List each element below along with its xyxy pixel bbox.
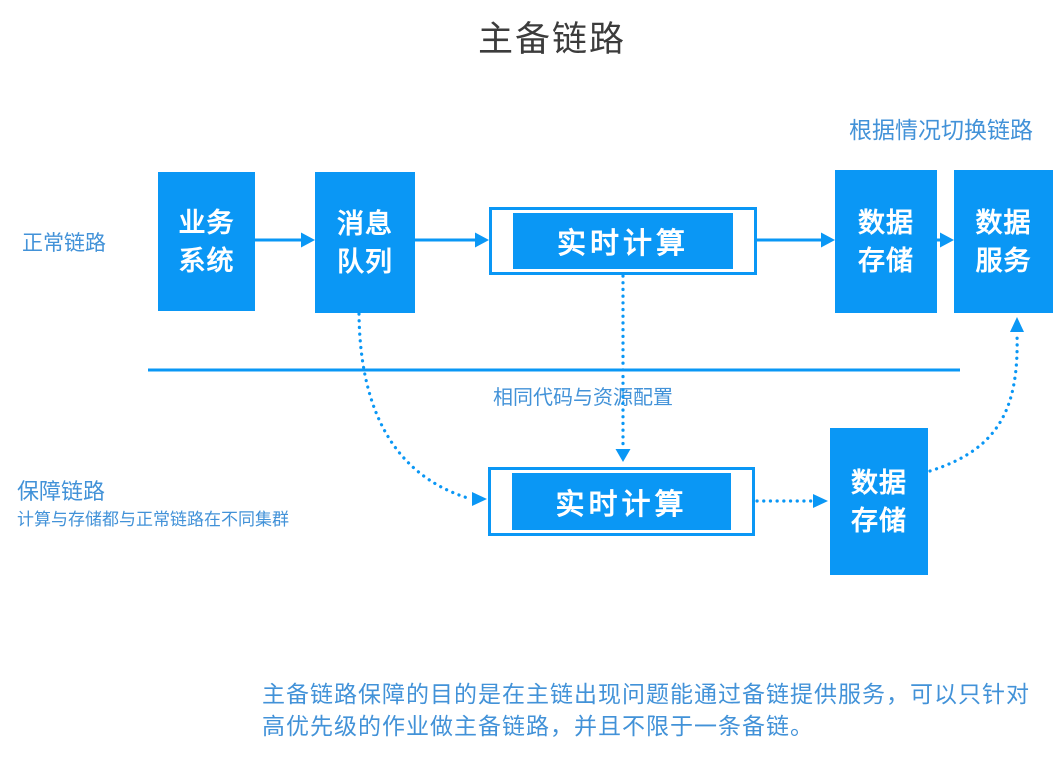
arrowhead-backup-storage-to-service (1010, 317, 1024, 332)
footer-line-2: 高优先级的作业做主备链路，并且不限于一条备链。 (262, 713, 814, 739)
arrowhead-queue-to-backup-realtime (472, 492, 487, 506)
dotted-arrow-backup-storage-to-service (928, 332, 1019, 473)
switch-link-note: 根据情况切换链路 (849, 117, 1033, 143)
node-data-storage-backup: 数据 存储 (830, 428, 928, 575)
node-realtime-compute-primary: 实时计算 (489, 207, 757, 275)
page-title: 主备链路 (478, 20, 627, 59)
realtime-compute-primary-inner: 实时计算 (513, 213, 733, 269)
node-data-storage-primary: 数据 存储 (835, 170, 937, 313)
node-message-queue: 消息 队列 (315, 172, 415, 313)
node-realtime-compute-backup: 实时计算 (488, 467, 755, 536)
node-business-system: 业务 系统 (158, 172, 255, 311)
backup-link-subtitle: 计算与存储都与正常链路在不同集群 (17, 510, 289, 529)
dotted-arrow-queue-to-backup-realtime (357, 312, 473, 501)
normal-link-label: 正常链路 (22, 232, 106, 255)
arrowhead-realtime-to-storage (821, 232, 835, 248)
same-code-note: 相同代码与资源配置 (493, 387, 673, 409)
arrowhead-realtime-to-backup-realtime (615, 449, 631, 462)
backup-link-label: 保障链路 (17, 479, 106, 504)
realtime-compute-backup-inner: 实时计算 (512, 473, 731, 530)
arrowhead-queue-to-realtime (475, 232, 489, 248)
arrowhead-backup-realtime-to-backup-storage (813, 494, 828, 508)
arrowhead-business-to-queue (301, 232, 315, 248)
arrowhead-storage-to-service (940, 232, 954, 248)
footer-note: 主备链路保障的目的是在主链出现问题能通过备链提供服务，可以只针对 高优先级的作业… (262, 678, 1030, 742)
footer-line-1: 主备链路保障的目的是在主链出现问题能通过备链提供服务，可以只针对 (262, 681, 1030, 707)
node-data-service: 数据 服务 (954, 170, 1053, 313)
